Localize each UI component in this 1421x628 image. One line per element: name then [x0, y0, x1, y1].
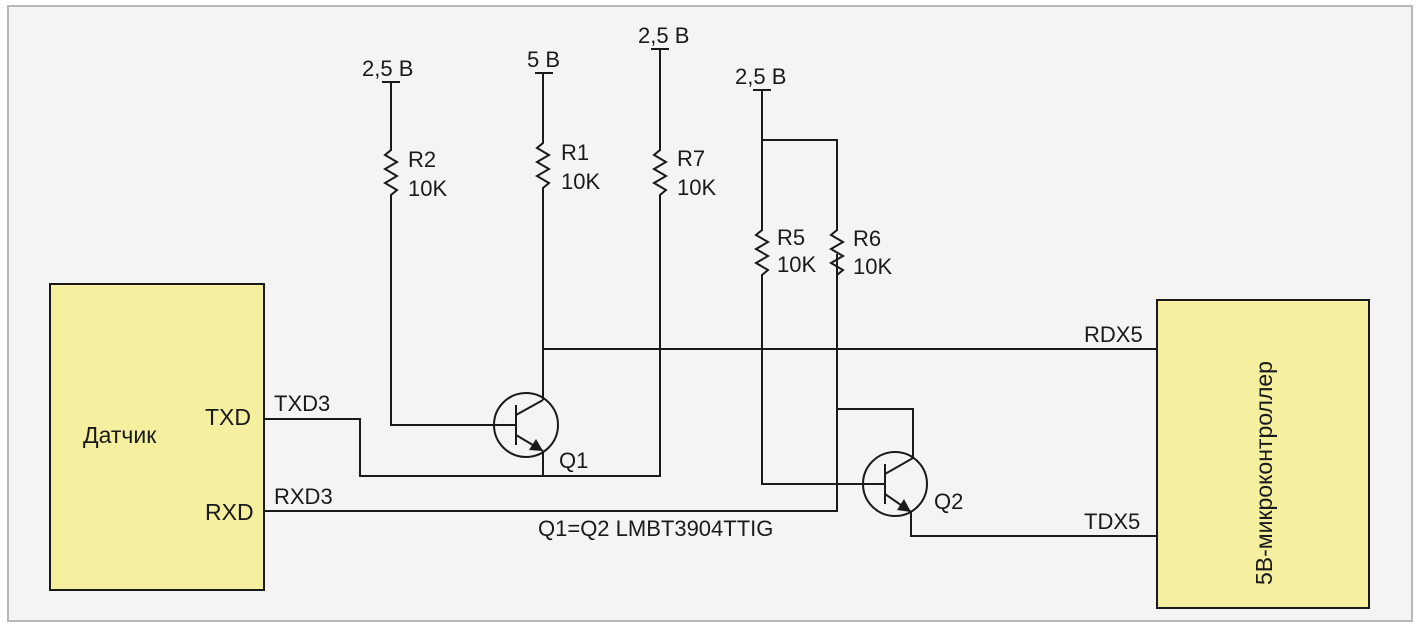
supply-label-r7: 2,5 В	[638, 23, 689, 48]
transistor-note: Q1=Q2 LMBT3904TTIG	[538, 516, 773, 541]
sensor-block: Датчик TXD RXD	[49, 283, 265, 591]
wire-q2-emitter-tdx5	[910, 512, 1157, 537]
supply-label-r56: 2,5 В	[735, 64, 786, 89]
sensor-pin-rxd: RXD	[205, 499, 254, 525]
wire-r56-top	[762, 139, 838, 225]
resistor-r2-name: R2	[408, 147, 436, 172]
resistor-r6-name: R6	[853, 226, 881, 251]
sensor-box	[49, 283, 265, 591]
supply-r56	[753, 89, 771, 225]
resistor-r1	[535, 138, 551, 192]
transistor-q2-label: Q2	[934, 489, 963, 514]
q1-emitter-arrow	[529, 439, 543, 451]
resistor-r5-value: 10K	[777, 252, 816, 277]
wire-rxd3	[264, 254, 838, 512]
mcu-block: 5В-микроконтроллер	[1156, 299, 1370, 609]
resistor-r2	[383, 145, 399, 200]
net-label-tdx5: TDX5	[1084, 509, 1140, 534]
wire-q2-collector	[837, 408, 914, 458]
resistor-r7-name: R7	[677, 146, 705, 171]
supply-r1	[535, 72, 553, 138]
resistor-r7-value: 10K	[677, 175, 716, 200]
resistor-r1-name: R1	[561, 140, 589, 165]
mcu-box	[1156, 299, 1370, 609]
resistor-r1-value: 10K	[561, 169, 600, 194]
supply-label-r1: 5 В	[527, 47, 560, 72]
net-label-rxd3: RXD3	[274, 484, 333, 509]
mcu-title: 5В-микроконтроллер	[1251, 361, 1277, 585]
net-label-txd3: TXD3	[274, 391, 330, 416]
transistor-q2	[862, 451, 928, 517]
sensor-title: Датчик	[83, 422, 157, 448]
resistor-r5	[754, 225, 770, 280]
supply-label-r2: 2,5 В	[362, 56, 413, 81]
resistor-r6	[829, 225, 845, 280]
transistor-q1	[493, 392, 559, 458]
resistor-r6-value: 10K	[853, 254, 892, 279]
wire-r2-q1-base	[390, 200, 516, 426]
resistor-r5-name: R5	[777, 225, 805, 250]
resistor-r7	[652, 145, 668, 200]
supply-r7	[651, 48, 669, 145]
wire-r5-q2-base	[761, 280, 885, 485]
sensor-pin-txd: TXD	[205, 404, 251, 430]
resistor-r2-value: 10K	[408, 176, 447, 201]
q2-emitter-arrow	[897, 499, 911, 512]
wires	[264, 139, 1157, 537]
transistor-q1-label: Q1	[559, 448, 588, 473]
supply-r2	[382, 81, 400, 145]
wire-txd3	[264, 200, 661, 477]
net-label-rdx5: RDX5	[1084, 322, 1143, 347]
